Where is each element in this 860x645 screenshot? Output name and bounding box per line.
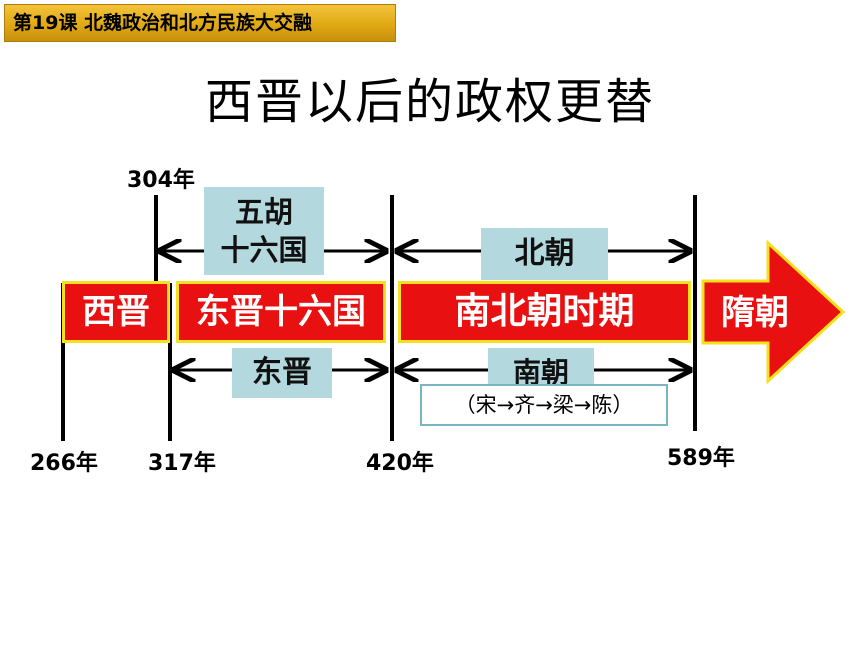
western-jin-box: 西晋 bbox=[62, 281, 170, 343]
northern-label: 北朝 bbox=[514, 236, 575, 271]
southern-dynasty-sequence: （宋→齐→梁→陈） bbox=[420, 384, 668, 426]
western-jin-label: 西晋 bbox=[82, 292, 150, 332]
northern-dynasties-box: 北朝 bbox=[481, 228, 608, 280]
eastern-jin-sixteen-label: 东晋十六国 bbox=[196, 292, 366, 332]
boundary-line-266 bbox=[61, 283, 65, 441]
north-south-label: 南北朝时期 bbox=[454, 291, 635, 332]
boundary-line-317 bbox=[168, 283, 172, 441]
sui-box: 隋朝 bbox=[705, 284, 805, 342]
year-317-label: 317年 bbox=[148, 451, 216, 476]
sui-arrow-shape bbox=[701, 240, 846, 385]
southern-sequence-text: （宋→齐→梁→陈） bbox=[454, 393, 634, 417]
eastern-jin-box: 东晋 bbox=[232, 348, 332, 398]
slide-title: 西晋以后的政权更替 bbox=[204, 74, 655, 130]
southern-label: 南朝 bbox=[512, 356, 569, 386]
north-south-box: 南北朝时期 bbox=[398, 281, 691, 343]
boundary-line-420 bbox=[390, 195, 394, 441]
southern-dynasties-box: 南朝 bbox=[488, 348, 594, 386]
boundary-line-589 bbox=[693, 195, 697, 431]
year-304-label: 304年 bbox=[127, 168, 195, 193]
five-hu-sixteen-box: 五胡 十六国 bbox=[204, 187, 324, 275]
lesson-title-banner: 第19课 北魏政治和北方民族大交融 bbox=[4, 4, 396, 42]
eastern-jin-label: 东晋 bbox=[252, 355, 312, 390]
five-hu-line2: 十六国 bbox=[220, 233, 308, 267]
boundary-line-304 bbox=[154, 195, 158, 285]
year-589-label: 589年 bbox=[667, 446, 735, 471]
eastern-jin-sixteen-box: 东晋十六国 bbox=[176, 281, 386, 343]
five-hu-line1: 五胡 bbox=[234, 195, 293, 229]
sui-label: 隋朝 bbox=[721, 293, 789, 333]
year-266-label: 266年 bbox=[30, 451, 98, 476]
year-420-label: 420年 bbox=[366, 451, 434, 476]
lesson-title: 第19课 北魏政治和北方民族大交融 bbox=[13, 12, 313, 34]
